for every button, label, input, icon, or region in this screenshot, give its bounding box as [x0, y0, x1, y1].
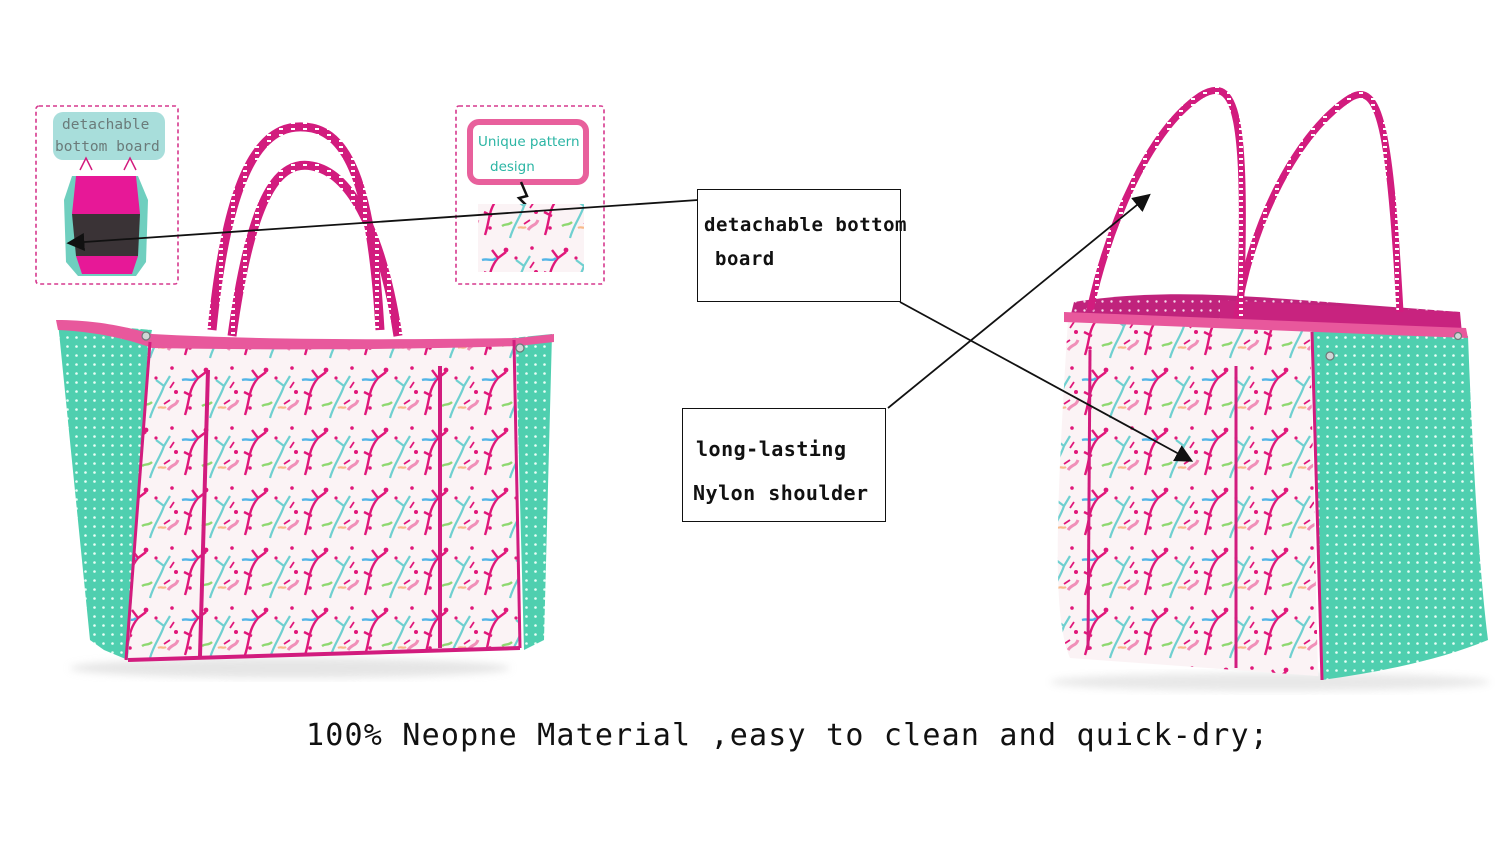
stamp-bottom-board-label-1: detachable	[62, 117, 150, 133]
callout-bottom-board-line-2: board	[715, 248, 775, 270]
product-caption: 100% Neopne Material ,easy to clean and …	[306, 718, 1270, 753]
callout-arrows	[66, 193, 1194, 462]
callout-shoulder-line-1: long-lasting	[696, 437, 847, 461]
stamp-pattern-label-1: Unique pattern	[478, 134, 580, 150]
stamp-pattern-design	[455, 105, 605, 285]
callout-bottom-board-line-1: detachable bottom	[704, 214, 907, 236]
stamp-pattern-label-2: design	[490, 159, 535, 175]
callout-shoulder-line-2: Nylon shoulder	[693, 481, 869, 505]
callout-bottom-board: detachable bottom board	[697, 189, 906, 302]
left-tote-bag	[56, 122, 554, 678]
stamp-bottom-board-label-2: bottom board	[55, 139, 160, 155]
right-tote-bag	[1050, 86, 1490, 691]
callout-shoulder: long-lasting Nylon shoulder	[682, 408, 886, 522]
